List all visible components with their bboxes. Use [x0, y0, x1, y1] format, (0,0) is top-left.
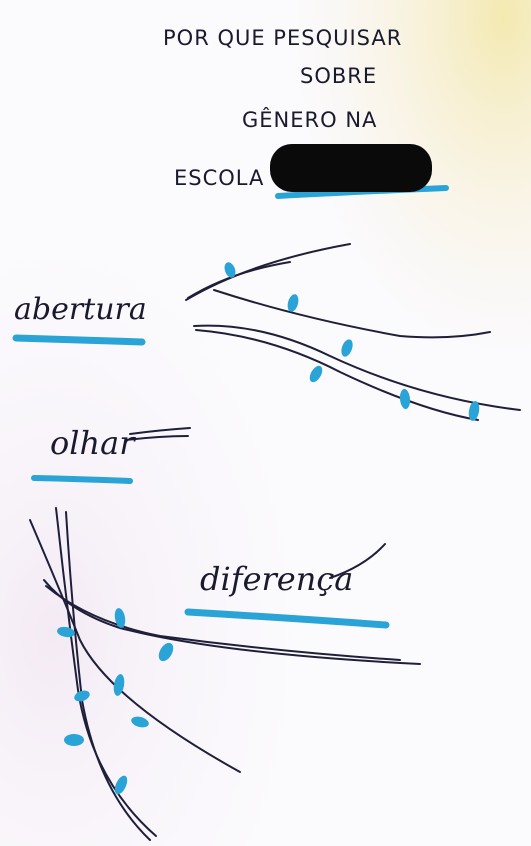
underline-abertura [16, 338, 142, 342]
title-line-1: POR QUE PESQUISAR [163, 26, 402, 50]
underline-olhar [34, 478, 130, 481]
title-line-2: SOBRE [300, 64, 377, 88]
title-line-4: ESCOLA [174, 166, 264, 190]
redaction-block [270, 144, 432, 192]
word-olhar: olhar [50, 424, 134, 462]
title-line-3: GÊNERO NA [242, 108, 377, 132]
word-diferenca: diferença [200, 560, 353, 598]
word-abertura: abertura [14, 292, 147, 327]
